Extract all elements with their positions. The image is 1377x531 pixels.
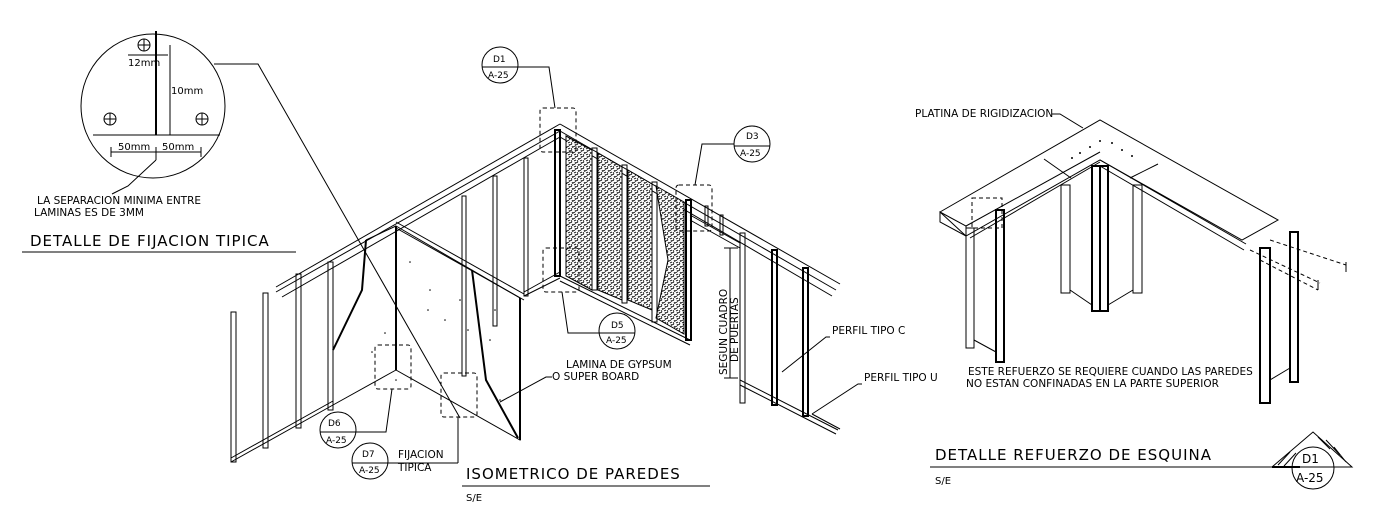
hidden-track-left <box>971 197 1003 229</box>
fixing-detail: 12mm 10mm 50mm 50mm LA SEPARACION MINIMA… <box>22 31 461 419</box>
dimension-50mm-right: 50mm <box>162 142 194 153</box>
corner-detail-scale: S/E <box>935 476 951 487</box>
svg-text:A-25: A-25 <box>488 71 509 81</box>
svg-text:A-25: A-25 <box>359 466 380 476</box>
left-wall-studs <box>230 261 334 463</box>
detail-tag-d3[interactable]: D3 A-25 <box>694 125 771 186</box>
isometric-scale: S/E <box>466 493 482 504</box>
dimension-12mm: 12mm <box>128 58 160 69</box>
screw-icon <box>103 112 117 126</box>
callout-box-d7 <box>440 372 478 418</box>
svg-text:D5: D5 <box>611 321 624 331</box>
corner-reinforcement-detail: PLATINA DE RIGIDIZACION <box>915 108 1354 490</box>
svg-text:A-25: A-25 <box>1296 471 1324 485</box>
svg-text:A-25: A-25 <box>740 149 761 159</box>
profile-u-label: PERFIL TIPO U <box>864 372 938 384</box>
callout-box-d6 <box>374 344 412 390</box>
isometric-walls: SEGUN CUADRO DE PUERTAS D1 A-25 D3 A-25 <box>230 46 938 504</box>
screw-icon <box>195 112 209 126</box>
callout-box-d5 <box>542 247 580 293</box>
corner-detail-title: DETALLE REFUERZO DE ESQUINA <box>935 446 1212 464</box>
plate-label: PLATINA DE RIGIDIZACION <box>915 108 1053 120</box>
dimension-10mm: 10mm <box>171 86 203 97</box>
screw-icon <box>137 38 151 52</box>
svg-text:D1: D1 <box>493 55 506 65</box>
svg-text:D1: D1 <box>1302 452 1319 466</box>
title-tag-d1[interactable]: D1 A-25 <box>1270 431 1354 490</box>
detail-tag-d6[interactable]: D6 A-25 <box>319 388 393 449</box>
fixing-label-line2: TIPICA <box>397 462 432 474</box>
detail-tag-d5[interactable]: D5 A-25 <box>561 291 636 350</box>
callout-box-d1 <box>539 107 577 153</box>
svg-text:D3: D3 <box>746 132 759 142</box>
detail-circle <box>80 33 226 179</box>
gypsum-label-line2: O SUPER BOARD <box>552 371 639 383</box>
plate-holes <box>1071 140 1133 159</box>
fixing-label-line1: FIJACION <box>398 449 444 461</box>
separation-note-line2: LAMINAS ES DE 3MM <box>34 207 144 219</box>
callout-box-d3 <box>675 184 713 232</box>
door-dimension-line1: SEGUN CUADRO <box>718 289 730 375</box>
svg-text:D6: D6 <box>328 419 341 429</box>
svg-text:D7: D7 <box>362 450 375 460</box>
dimension-50mm-left: 50mm <box>118 142 150 153</box>
svg-text:A-25: A-25 <box>326 436 347 446</box>
svg-text:A-25: A-25 <box>606 336 627 346</box>
detail-tag-d7[interactable]: D7 A-25 FIJACION TIPICA <box>351 417 459 480</box>
fixing-detail-title: DETALLE DE FIJACION TIPICA <box>30 232 270 250</box>
door-dimension-line2: DE PUERTAS <box>729 297 741 362</box>
profile-c-label: PERFIL TIPO C <box>832 325 905 337</box>
isometric-title: ISOMETRICO DE PAREDES <box>466 465 681 483</box>
reinforcement-note-line2: NO ESTAN CONFINADAS EN LA PARTE SUPERIOR <box>966 378 1219 390</box>
detail-tag-d1[interactable]: D1 A-25 <box>481 46 556 109</box>
gypsum-label-line1: LAMINA DE GYPSUM <box>566 359 672 371</box>
reinforcement-note-line1: ESTE REFUERZO SE REQUIERE CUANDO LAS PAR… <box>968 366 1253 378</box>
separation-note-line1: LA SEPARACION MINIMA ENTRE <box>37 195 201 207</box>
